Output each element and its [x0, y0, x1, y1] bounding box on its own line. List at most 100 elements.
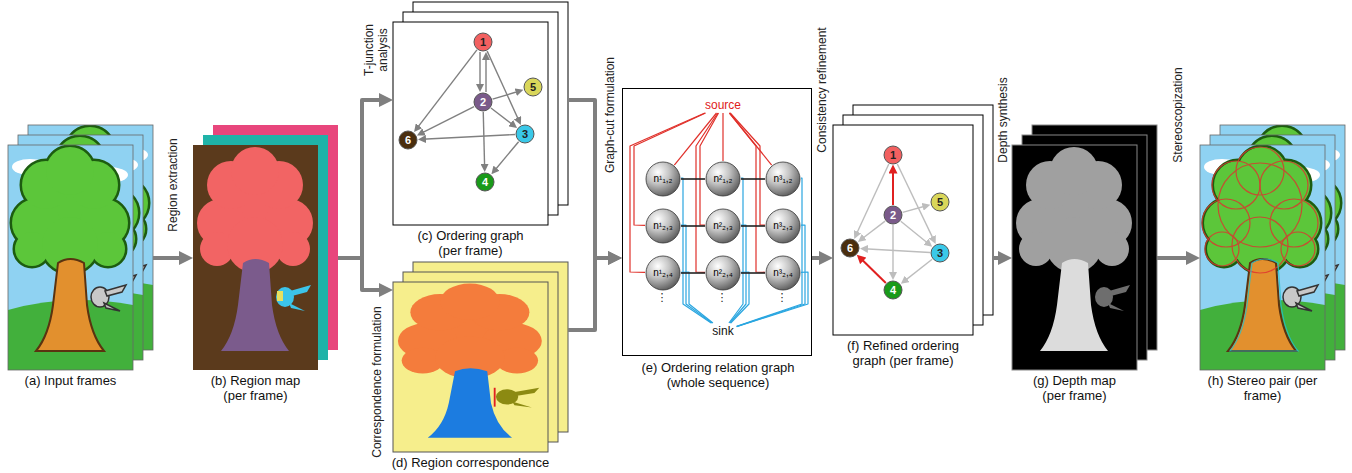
node-label: sink: [712, 324, 733, 338]
circle-shape: [884, 281, 902, 299]
flow-arrow: [568, 258, 615, 330]
step-label: Region extraction: [166, 110, 180, 260]
figure-panel: (h) Stereo pair (per frame): [1200, 125, 1345, 370]
order-edge: [420, 107, 474, 134]
circle-shape: [884, 146, 902, 164]
region-node: 4: [475, 172, 495, 192]
depth-map: [1012, 145, 1137, 370]
relation-node: n¹₁,₂: [645, 161, 681, 197]
graph-link: [729, 113, 765, 272]
graph-link: [681, 272, 705, 274]
graph-link: [681, 225, 705, 227]
relation-node: n³₂,₄: [765, 255, 801, 291]
graph-link: [634, 113, 706, 225]
input-frames: [8, 125, 153, 370]
flow-arrow: [153, 256, 186, 260]
relation-node: n³₂,₃: [765, 208, 801, 244]
node-label: 2: [480, 96, 486, 108]
node-label: 3: [522, 128, 528, 140]
node-label: 4: [890, 284, 896, 296]
node-label: 6: [405, 134, 411, 146]
order-edge: [417, 50, 477, 129]
order-edge: [479, 52, 480, 88]
node-label: n¹₁,₂: [654, 173, 673, 185]
figure-panel: (a) Input frames: [8, 125, 153, 370]
order-edge: [485, 56, 486, 92]
region-node: 3: [930, 243, 950, 263]
region-node: 6: [840, 238, 860, 258]
page: [833, 125, 973, 335]
node-label: n¹₂,₃: [653, 220, 673, 232]
step-label: Consistency refinement: [815, 15, 829, 165]
circle-shape: [931, 244, 949, 262]
order-edge: [903, 206, 927, 213]
correspondence-map: [393, 282, 548, 452]
step-label: Stereoscopization: [1171, 40, 1185, 190]
graph-link: [741, 178, 765, 180]
sphere-shape: [706, 209, 740, 243]
page: [393, 282, 548, 452]
graph-link: [737, 225, 805, 326]
frame: [8, 145, 133, 370]
node-label: n²₂,₃: [713, 220, 733, 232]
circle-shape: [474, 33, 492, 51]
stereo-frame: [1200, 145, 1325, 370]
flow-arrow: [993, 256, 1005, 260]
page: [393, 22, 548, 225]
ellipsis-mark: ⋮: [777, 291, 788, 305]
circle-shape: [524, 78, 542, 96]
node-label: 1: [890, 149, 896, 161]
flow-arrow: [338, 258, 386, 290]
node-label: 1: [480, 36, 486, 48]
graph-link: [729, 178, 743, 323]
sphere-shape: [646, 162, 680, 196]
order-edge: [904, 259, 932, 281]
frame-border: [1012, 145, 1137, 370]
sphere-shape: [766, 256, 800, 290]
order-edge: [487, 51, 519, 121]
sphere-shape: [646, 209, 680, 243]
region-maps: [193, 125, 338, 370]
node-label: source: [705, 98, 741, 112]
circle-shape: [516, 125, 534, 143]
panel-caption: (h) Stereo pair (per frame): [1208, 373, 1318, 403]
order-edge: [422, 135, 515, 140]
figure-panel: (c) Ordering graph (per frame)123456: [393, 2, 568, 225]
flow-arrow: [338, 100, 386, 258]
order-edge: [861, 221, 885, 239]
node-label: 5: [530, 81, 536, 93]
region-node: 2: [883, 205, 903, 225]
order-edge: [892, 169, 894, 205]
circle-shape: [474, 93, 492, 111]
circle-shape: [884, 206, 902, 224]
ordering-graph-pages: [393, 2, 568, 225]
panel-caption: (b) Region map (per frame): [202, 373, 310, 403]
stereo-pairs: [1200, 125, 1345, 370]
node-label: n²₂,₄: [713, 267, 733, 279]
panel-caption: (d) Region correspondence: [371, 455, 571, 470]
panel-caption: (e) Ordering relation graph (whole seque…: [631, 360, 806, 390]
order-edge: [856, 164, 889, 235]
panel-caption: (c) Ordering graph (per frame): [406, 228, 536, 258]
order-edge: [493, 91, 520, 99]
order-edge: [494, 142, 519, 172]
frame-border: [1200, 145, 1325, 370]
step-label: Correspondence formulation: [370, 292, 384, 472]
relation-node: n¹₂,₄: [645, 255, 681, 291]
sphere-shape: [706, 256, 740, 290]
region-node: 1: [883, 145, 903, 165]
region-node: 2: [473, 92, 493, 112]
figure-panel: (d) Region correspondence: [393, 262, 568, 452]
figure-panel: (e) Ordering relation graph (whole seque…: [622, 88, 812, 356]
region-node: 3: [515, 124, 535, 144]
node-label: n²₁,₂: [714, 173, 733, 185]
order-edge: [901, 221, 929, 244]
graph-link: [722, 113, 723, 161]
relation-node: n²₁,₂: [705, 161, 741, 197]
terminal-label: source: [702, 97, 744, 113]
order-edge: [860, 258, 886, 283]
step-label: Graph-cut formulation: [603, 40, 617, 190]
terminal-label: sink: [709, 323, 736, 339]
sphere-shape: [766, 162, 800, 196]
panel-caption: (g) Depth map (per frame): [1022, 373, 1127, 403]
